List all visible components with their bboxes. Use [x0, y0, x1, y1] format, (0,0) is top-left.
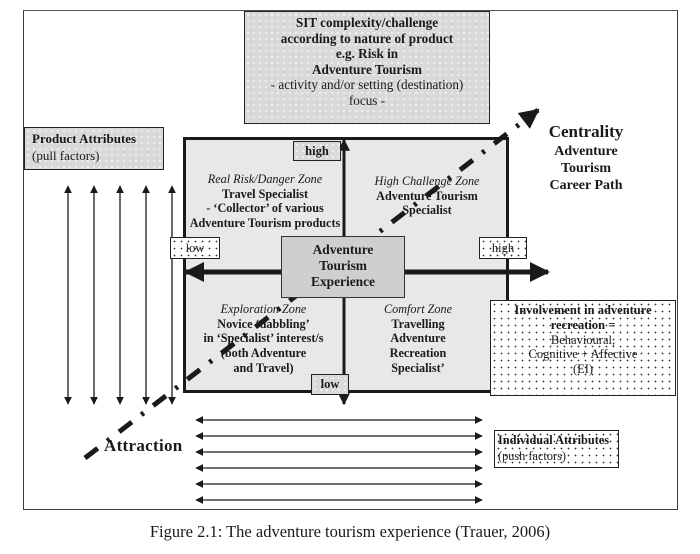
quadrant-line: in ‘Specialist’ interest/s [203, 331, 324, 346]
zone-label: High Challenge Zone [374, 174, 480, 188]
centrality-line: Career Path [549, 177, 623, 193]
centrality-label: Centrality Adventure Tourism Career Path [531, 122, 641, 194]
sit-line: - activity and/or setting (destination) [270, 77, 464, 93]
adventure-tourism-experience-box: Adventure Tourism Experience [281, 236, 405, 298]
involvement-line: Cognitive + Affective [528, 347, 638, 362]
quadrant-line: Travelling [391, 316, 445, 331]
quadrant-line: Specialist [402, 203, 452, 218]
quadrant-line: Adventure [390, 331, 446, 346]
quadrant-line: Adventure Tourism products [189, 215, 341, 230]
zone-label: Exploration Zone [220, 302, 307, 316]
centrality-title: Centrality [548, 122, 624, 141]
involvement-line: (EI) [572, 362, 594, 376]
quadrant-line: Recreation [389, 345, 447, 360]
horizontal-high-label: high [479, 237, 527, 259]
figure-frame [23, 10, 678, 510]
sit-line: according to nature of product [280, 30, 454, 46]
centrality-line: Adventure [554, 143, 618, 159]
product-attributes-subtitle: (pull factors) [32, 147, 100, 163]
involvement-line: Involvement in adventure [514, 303, 652, 317]
involvement-line: Behavioural, [550, 332, 616, 347]
horizontal-low-label: low [170, 237, 220, 259]
quadrant-line: (both Adventure [220, 345, 307, 360]
sit-line: SIT complexity/challenge [295, 15, 439, 30]
attraction-centrality-path [83, 108, 540, 460]
quadrant-line: - ‘Collector’ of various [206, 201, 324, 216]
quadrant-line: Travel Specialist [221, 186, 309, 201]
zone-label: Real Risk/Danger Zone [207, 172, 323, 186]
figure-caption: Figure 2.1: The adventure tourism experi… [149, 522, 551, 541]
quadrant-line: Specialist’ [391, 360, 445, 375]
sit-complexity-box: SIT complexity/challenge according to na… [244, 11, 490, 124]
quadrant-bottom-left: Exploration Zone Novice ‘dabbling’ in ‘S… [186, 302, 341, 375]
vertical-low-label: low [311, 374, 349, 395]
quadrant-line: Adventure Tourism [376, 188, 478, 203]
product-attribute-arrows [64, 185, 176, 405]
center-line: Tourism [319, 257, 367, 273]
product-attributes-title: Product Attributes [32, 131, 137, 146]
sit-line: focus - [348, 92, 386, 108]
involvement-line: recreation = [550, 317, 616, 332]
individual-attributes-title: Individual Attributes [498, 433, 610, 447]
sit-line: Adventure Tourism [311, 61, 423, 77]
quadrant-line: and Travel) [233, 360, 294, 375]
quadrant-top-right: High Challenge Zone Adventure Tourism Sp… [352, 174, 502, 218]
centrality-line: Tourism [560, 160, 612, 176]
zone-label: Comfort Zone [383, 302, 453, 316]
quadrant-bottom-right: Comfort Zone Travelling Adventure Recrea… [352, 302, 484, 375]
individual-attributes-box: Individual Attributes (push factors) [494, 430, 619, 468]
involvement-box: Involvement in adventure recreation = Be… [490, 300, 676, 396]
attraction-label: Attraction [104, 436, 183, 455]
sit-line: e.g. Risk in [335, 46, 399, 62]
individual-attribute-arrows [195, 416, 483, 504]
center-line: Adventure [312, 242, 374, 257]
product-attributes-box: Product Attributes (pull factors) [24, 127, 164, 170]
quadrant-line: Novice ‘dabbling’ [217, 316, 310, 331]
vertical-high-label: high [293, 141, 341, 161]
quadrant-top-left: Real Risk/Danger Zone Travel Specialist … [186, 172, 344, 231]
center-line: Experience [311, 273, 375, 289]
individual-attributes-subtitle: (push factors) [498, 448, 566, 463]
